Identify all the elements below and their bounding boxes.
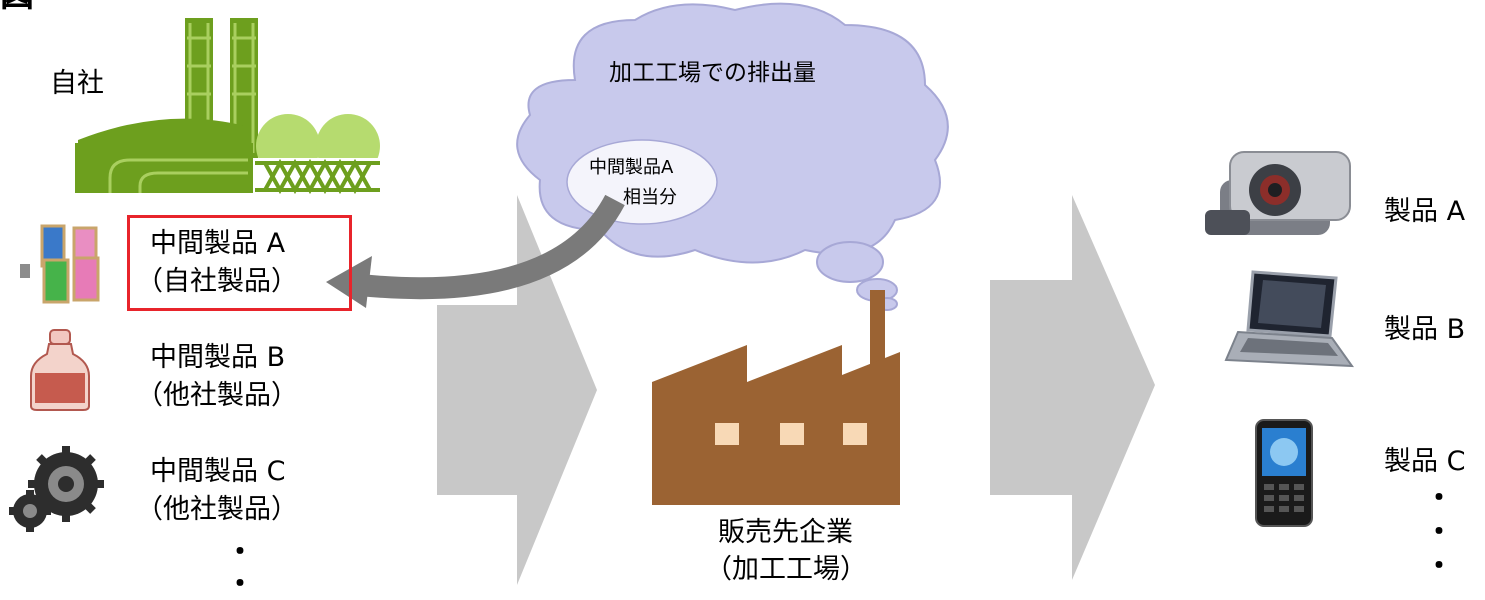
cloud-inner-line1: 中間製品A bbox=[589, 157, 674, 178]
allocation-arrow bbox=[326, 194, 625, 308]
intermediate-c-name: 中間製品 C bbox=[150, 456, 286, 487]
product-c-label: 製品 C bbox=[1384, 446, 1466, 477]
bottle-icon bbox=[30, 329, 90, 411]
factory-icon bbox=[652, 290, 900, 505]
left-ellipsis-1: ・ bbox=[226, 535, 255, 568]
right-ellipsis-2: ・ bbox=[1425, 515, 1454, 548]
emission-cloud bbox=[516, 2, 949, 311]
product-b-label: 製品 B bbox=[1384, 314, 1466, 345]
factory-line1: 販売先企業 bbox=[718, 517, 853, 548]
intermediate-a-sub: （自社製品） bbox=[136, 266, 298, 297]
cloud-inner-line2: 相当分 bbox=[623, 187, 677, 208]
thread-spools-icon bbox=[20, 224, 100, 304]
intermediate-a-name: 中間製品 A bbox=[150, 228, 286, 259]
power-plant-icon bbox=[75, 18, 380, 195]
factory-line2: （加工工場） bbox=[705, 554, 867, 585]
mobile-phone-icon bbox=[1255, 419, 1313, 527]
gears-icon bbox=[9, 446, 104, 532]
flow-arrow-left bbox=[437, 195, 597, 585]
highlight-box-a bbox=[127, 215, 352, 311]
video-camera-icon bbox=[1205, 151, 1351, 235]
intermediate-b-sub: （他社製品） bbox=[136, 380, 298, 411]
intermediate-b-name: 中間製品 B bbox=[150, 342, 286, 373]
flow-arrow-right bbox=[990, 195, 1155, 580]
product-a-label: 製品 A bbox=[1384, 196, 1466, 227]
left-ellipsis-2: ・ bbox=[226, 567, 255, 600]
right-ellipsis-1: ・ bbox=[1425, 481, 1454, 514]
company-label: 自社 bbox=[50, 68, 104, 99]
top-glyph: 図 bbox=[0, 0, 34, 12]
cloud-title: 加工工場での排出量 bbox=[609, 60, 816, 86]
laptop-icon bbox=[1224, 270, 1355, 368]
right-ellipsis-3: ・ bbox=[1425, 549, 1454, 582]
intermediate-c-sub: （他社製品） bbox=[136, 494, 298, 525]
